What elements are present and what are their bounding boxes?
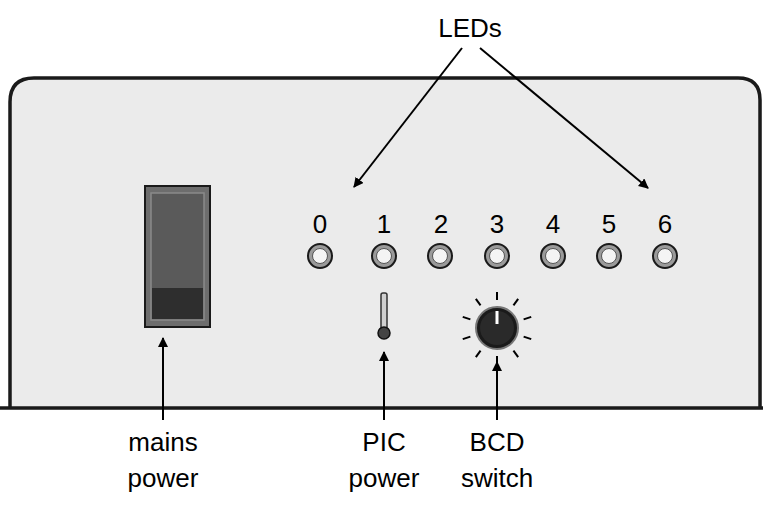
rocker-face — [151, 193, 204, 320]
led — [428, 244, 452, 268]
rocker-switch — [145, 186, 210, 327]
leader-arrow — [162, 338, 164, 420]
toggle-base — [378, 327, 390, 339]
led-number: 1 — [364, 206, 404, 242]
led-number: 3 — [477, 206, 517, 242]
led-row — [308, 244, 677, 268]
leader-arrow — [383, 352, 385, 420]
led — [541, 244, 565, 268]
led — [372, 244, 396, 268]
rocker-lower — [152, 288, 203, 319]
led — [485, 244, 509, 268]
led-number: 6 — [645, 206, 685, 242]
led-number: 4 — [533, 206, 573, 242]
led-number: 2 — [421, 206, 461, 242]
toggle-lever — [381, 293, 387, 329]
callout-label: LEDs — [425, 10, 515, 46]
leader-arrow — [480, 48, 648, 188]
led — [308, 244, 332, 268]
leader-arrow — [496, 362, 498, 420]
led — [597, 244, 621, 268]
part-label: BCD switch — [447, 424, 547, 496]
leader-arrow — [354, 48, 462, 187]
bcd-knob — [463, 292, 531, 364]
led-number: 0 — [300, 206, 340, 242]
led-number: 5 — [589, 206, 629, 242]
part-label: mains power — [111, 424, 215, 496]
led — [653, 244, 677, 268]
panel-bottom-edge — [0, 406, 763, 410]
part-label: PIC power — [336, 424, 432, 496]
front-panel — [10, 78, 762, 410]
